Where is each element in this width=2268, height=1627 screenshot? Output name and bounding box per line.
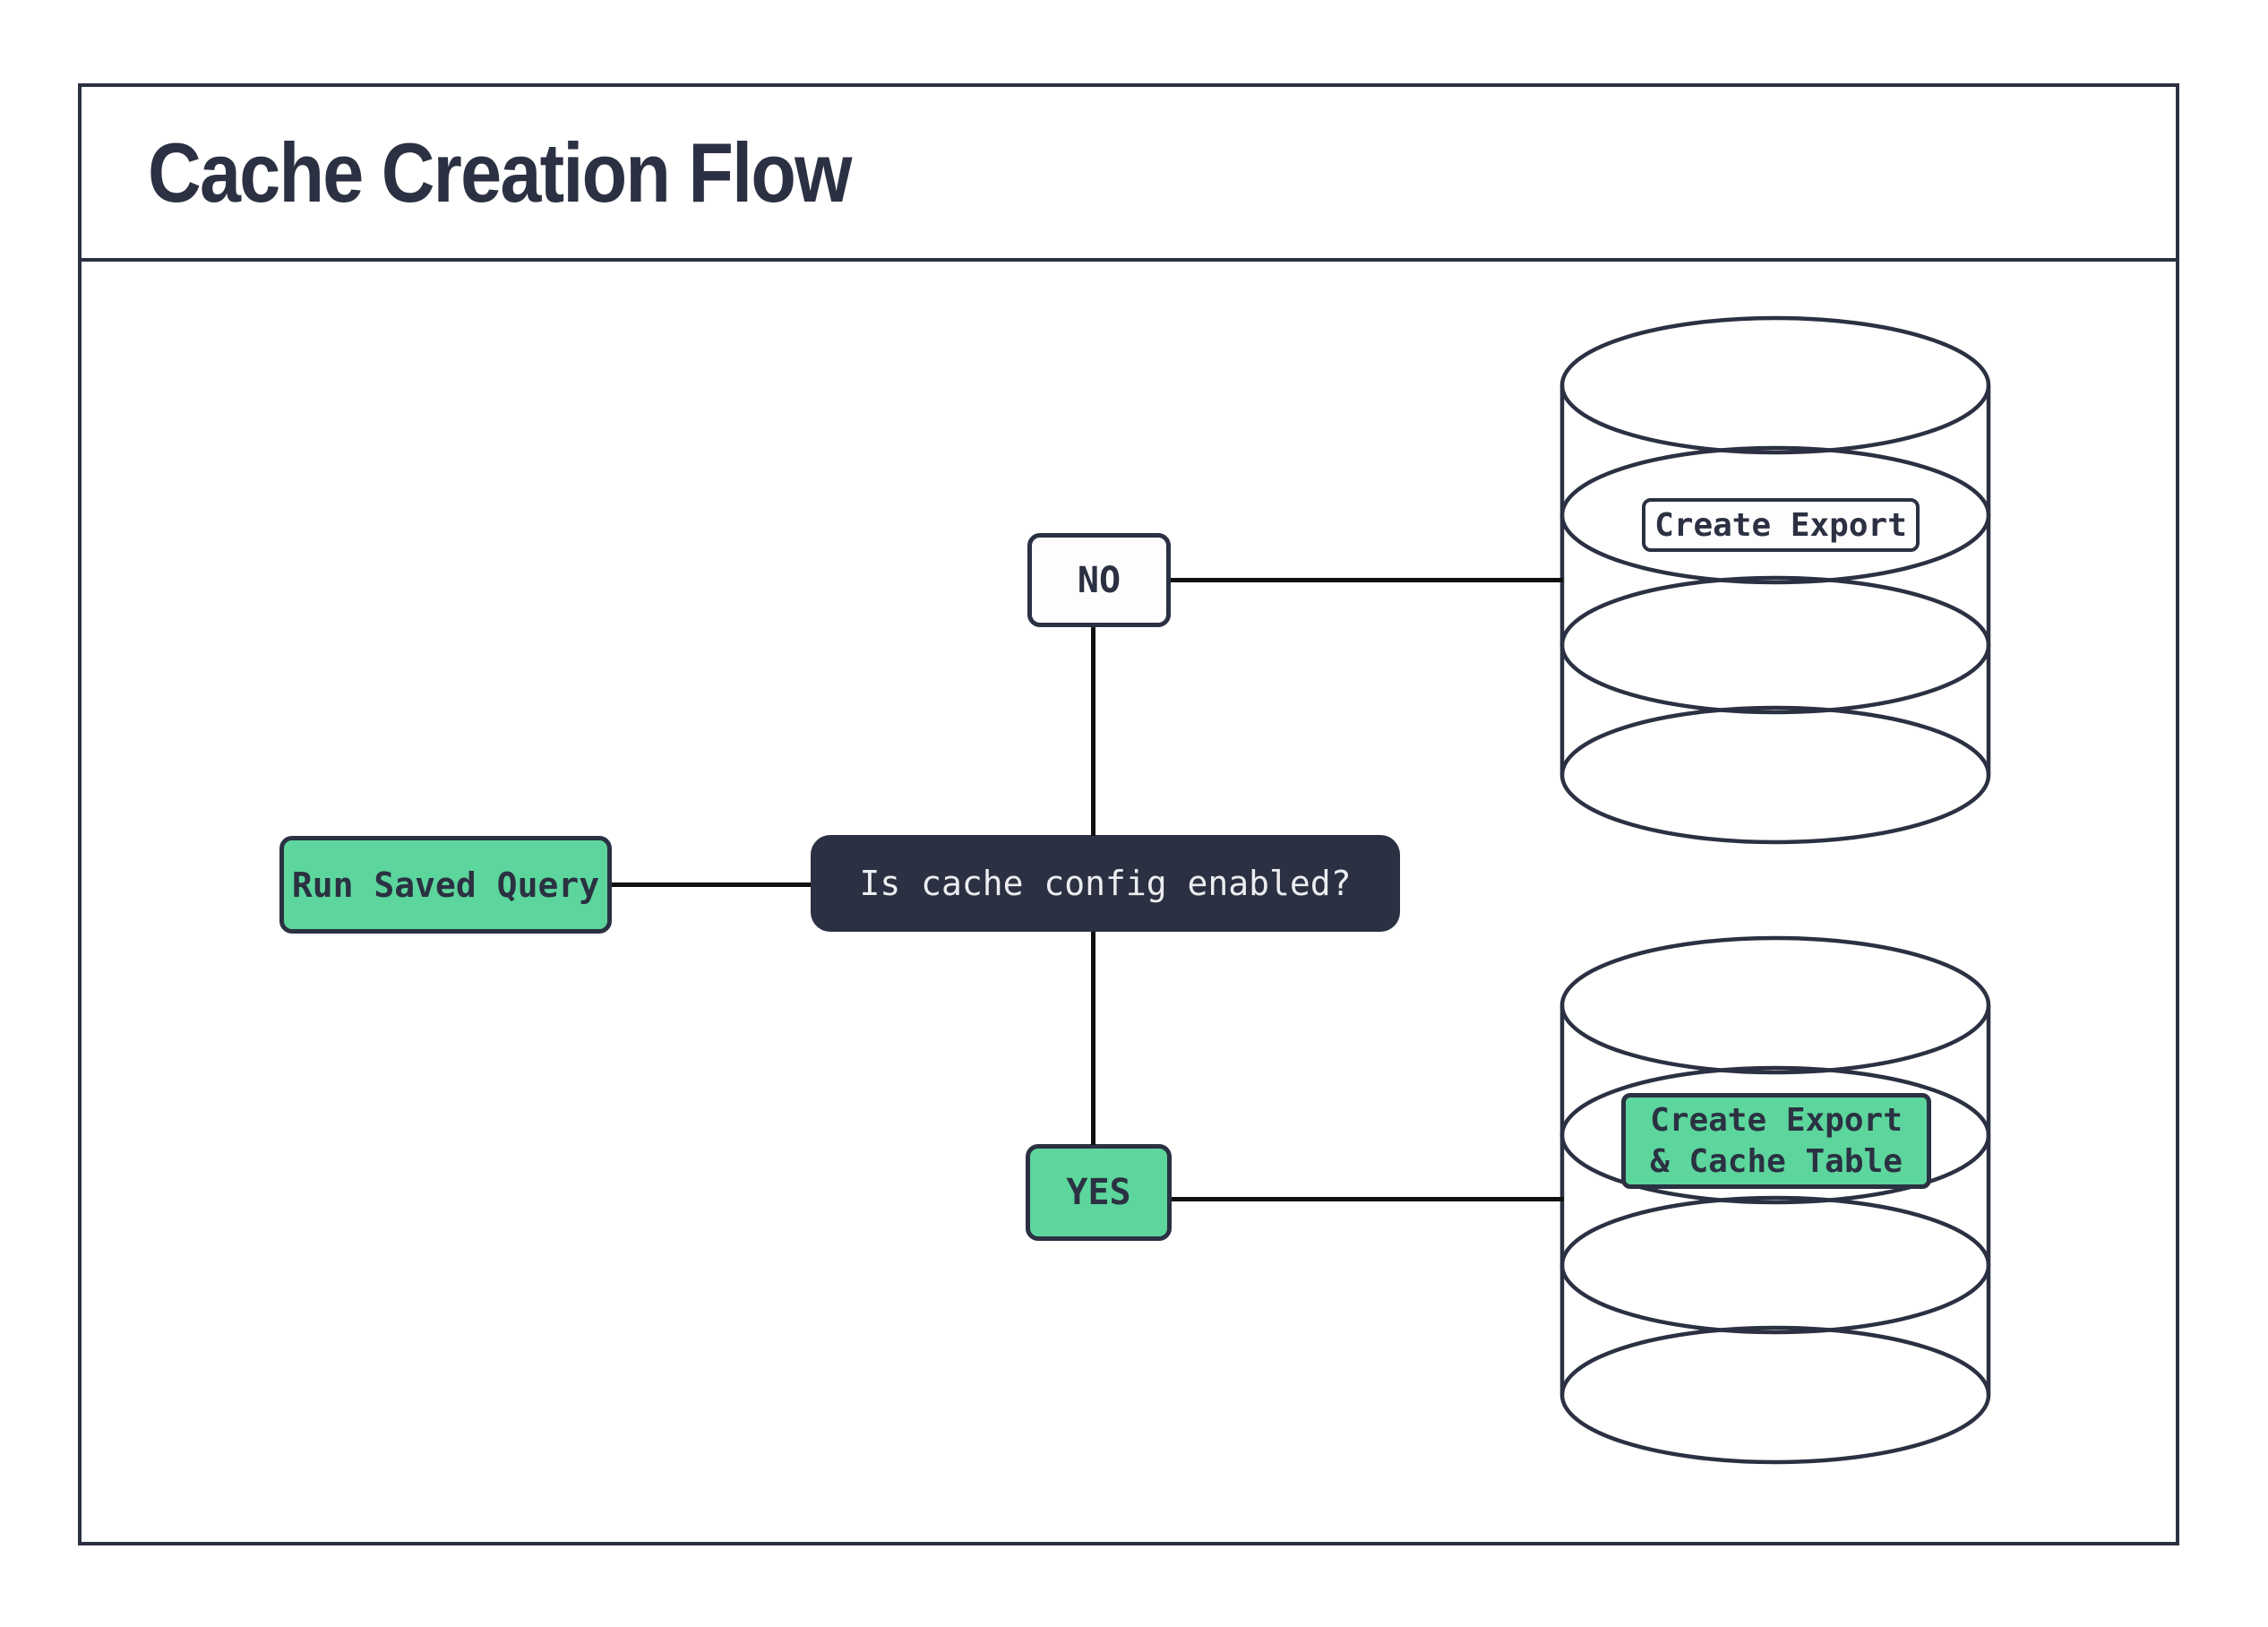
connector-start-decision (612, 882, 811, 887)
node-run-saved-query-label: Run Saved Query (291, 865, 600, 905)
database-cylinder-cache (1559, 935, 1991, 1465)
diagram-title: Cache Creation Flow (148, 125, 852, 220)
database-cylinder-export (1559, 315, 1991, 845)
connector-decision-yes (1091, 932, 1095, 1145)
connector-yes-cache (1172, 1197, 1564, 1201)
node-branch-no: NO (1027, 533, 1171, 627)
node-create-export-cache-table: Create Export & Cache Table (1621, 1093, 1931, 1189)
node-create-export: Create Export (1642, 498, 1920, 552)
node-branch-yes: YES (1026, 1144, 1172, 1241)
node-create-export-cache-table-line1: Create Export (1650, 1101, 1903, 1139)
node-create-export-label: Create Export (1654, 506, 1907, 544)
node-branch-yes-label: YES (1066, 1172, 1131, 1213)
node-cache-config-decision: Is cache config enabled? (811, 835, 1400, 932)
node-cache-config-decision-label: Is cache config enabled? (859, 864, 1352, 903)
connector-no-export (1171, 578, 1563, 582)
node-run-saved-query: Run Saved Query (279, 836, 612, 934)
connector-decision-no (1091, 627, 1095, 836)
node-create-export-cache-table-line2: & Cache Table (1650, 1142, 1903, 1180)
diagram-header: Cache Creation Flow (78, 83, 2179, 262)
node-branch-no-label: NO (1077, 559, 1121, 601)
diagram-frame (78, 83, 2179, 1545)
